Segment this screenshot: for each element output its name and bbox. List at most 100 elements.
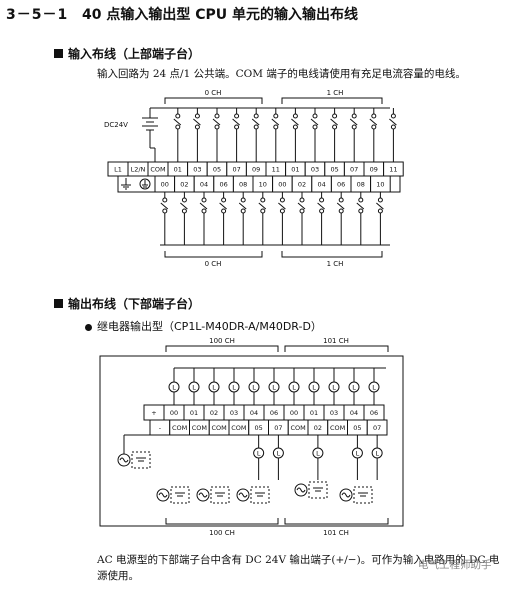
section-title: 40 点输入输出型 CPU 单元的输入输出布线: [82, 7, 359, 23]
input-bottom-label: 06: [337, 181, 345, 189]
output-top-label: 01: [190, 409, 198, 417]
input-bottom-label: 06: [219, 181, 227, 189]
square-bullet-icon: [54, 299, 63, 308]
input-bottom-label: 00: [161, 181, 169, 189]
input-top-label: 05: [213, 166, 221, 174]
input-top-label: 03: [311, 166, 319, 174]
input-bottom-label: 02: [298, 181, 306, 189]
output-top-label: 00: [290, 409, 298, 417]
output-top-label: 03: [230, 409, 238, 417]
load-label: L: [356, 450, 360, 458]
round-bullet-icon: [85, 323, 92, 331]
output-top-label: 06: [270, 409, 278, 417]
dc-source-box: [170, 486, 190, 504]
load-label: L: [212, 384, 216, 392]
ch-label-top-100: 100 CH: [209, 337, 235, 345]
input-top-label: 07: [232, 166, 240, 174]
output-top-label: 02: [210, 409, 218, 417]
output-bottom-label: 07: [373, 424, 381, 432]
output-bottom-label: 05: [254, 424, 262, 432]
input-top-label: 03: [193, 166, 201, 174]
input-top-label: 09: [370, 166, 378, 174]
load-label: L: [352, 384, 356, 392]
input-bottom-label: 10: [259, 181, 267, 189]
input-bottom-label: 08: [357, 181, 365, 189]
ch-label-top-0: 0 CH: [205, 89, 222, 97]
power-label: DC24V: [104, 121, 128, 129]
dc-source-box: [210, 486, 230, 504]
input-bottom-label: 04: [200, 181, 208, 189]
output-bottom-label: COM: [290, 424, 305, 432]
output-wiring-heading: 输出布线（下部端子台）: [54, 295, 200, 312]
input-top-label: 05: [330, 166, 338, 174]
output-wiring-diagram: 100 CH 101 CH 100 CH 101 CH +00 01 02 03 04 0…: [99, 337, 404, 537]
dc-source-box: [131, 451, 151, 469]
output-top-label: 04: [250, 409, 258, 417]
dc-source-box: [353, 486, 373, 504]
footer-line-1: AC 电源型的下部端子台中含有 DC 24V 输出端子(+/−)。可作为输入电路…: [97, 554, 500, 566]
input-top-label: 09: [252, 166, 260, 174]
output-bottom-label: 07: [274, 424, 282, 432]
load-label: L: [372, 384, 376, 392]
output-bottom-label: COM: [231, 424, 246, 432]
ch-label-bottom-1: 1 CH: [327, 260, 344, 268]
protective-earth-icon: [139, 178, 151, 190]
input-wiring-diagram: DC24V 0 CH 1 CH L1 L2/N COM 01 03 05 07 09 11 01 0…: [104, 89, 404, 268]
output-bottom-label: COM: [172, 424, 187, 432]
load-label: L: [192, 384, 196, 392]
ch-label-top-1: 1 CH: [327, 89, 344, 97]
output-bottom-label: 02: [314, 424, 322, 432]
output-top-label: 03: [330, 409, 338, 417]
ch-label-bottom-101: 101 CH: [323, 529, 349, 537]
load-label: L: [292, 384, 296, 392]
input-top-label: 11: [389, 166, 397, 174]
section-number: 3－5－1: [6, 7, 69, 23]
input-top-label: 01: [174, 166, 182, 174]
output-bottom-label: COM: [192, 424, 207, 432]
load-label: L: [257, 450, 261, 458]
input-bottom-label: 00: [278, 181, 286, 189]
ch-label-top-101: 101 CH: [323, 337, 349, 345]
input-bottom-label: 08: [239, 181, 247, 189]
input-top-label: L1: [114, 166, 122, 174]
input-top-label: COM: [150, 166, 165, 174]
dc-source-box: [250, 486, 270, 504]
load-label: L: [277, 450, 281, 458]
input-bottom-label: 10: [376, 181, 384, 189]
output-top-label: 00: [170, 409, 178, 417]
relay-output-bullet: 继电器输出型（CP1L-M40DR-A/M40DR-D）: [85, 318, 322, 334]
input-top-label: 01: [291, 166, 299, 174]
output-top-label: 06: [370, 409, 378, 417]
input-wiring-description: 输入回路为 24 点/1 公共端。COM 端子的电线请使用有充足电流容量的电线。: [97, 68, 466, 80]
ground-icon: [121, 178, 131, 190]
load-label: L: [172, 384, 176, 392]
load-label: L: [312, 384, 316, 392]
load-label: L: [332, 384, 336, 392]
load-label: L: [316, 450, 320, 458]
output-top-label: 04: [350, 409, 358, 417]
load-label: L: [272, 384, 276, 392]
section-heading: 3－5－1 40 点输入输出型 CPU 单元的输入输出布线: [6, 4, 358, 24]
output-bottom-label: COM: [330, 424, 345, 432]
load-label: L: [232, 384, 236, 392]
dc-source-box: [308, 481, 328, 499]
output-bottom-label: COM: [211, 424, 226, 432]
input-top-cell: [383, 161, 404, 177]
footer-line-2: 源使用。: [97, 570, 139, 582]
input-wiring-heading: 输入布线（上部端子台）: [54, 45, 200, 62]
load-label: L: [252, 384, 256, 392]
output-top-label: 01: [310, 409, 318, 417]
input-bottom-label: 04: [317, 181, 325, 189]
ch-label-bottom-100: 100 CH: [209, 529, 235, 537]
load-label: L: [375, 450, 379, 458]
output-top-label: +: [151, 409, 156, 417]
input-top-label: 11: [272, 166, 280, 174]
input-top-label: 07: [350, 166, 358, 174]
square-bullet-icon: [54, 49, 63, 58]
ch-label-bottom-0: 0 CH: [205, 260, 222, 268]
input-bottom-label: 02: [180, 181, 188, 189]
input-top-label: L2/N: [131, 166, 146, 174]
output-bottom-label: 05: [353, 424, 361, 432]
watermark-text: 电气工程师助手: [418, 559, 492, 571]
output-bottom-label: -: [159, 424, 162, 432]
